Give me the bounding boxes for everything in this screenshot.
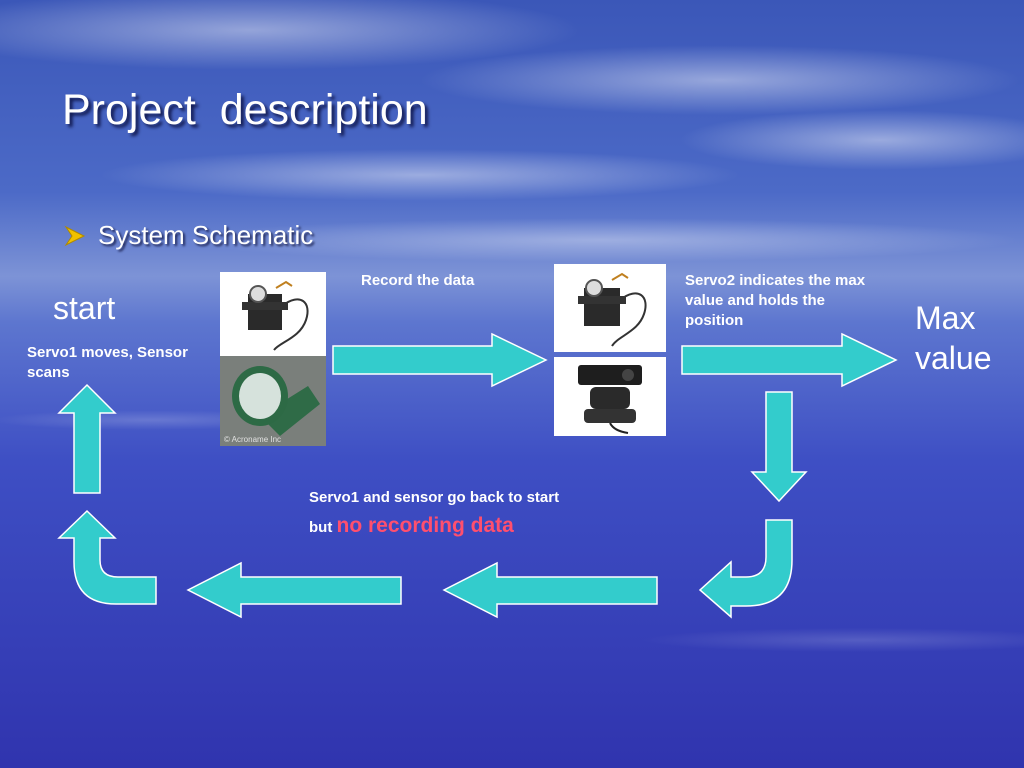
label-servo1-moves: Servo1 moves, Sensor scans <box>27 344 188 381</box>
arrow-right-record <box>332 332 548 388</box>
arrow-down <box>750 391 808 503</box>
arrow-left-return-1 <box>442 561 658 619</box>
servo1-photo <box>220 272 326 356</box>
webcam-image <box>554 357 666 436</box>
arrow-left-return-2 <box>186 561 402 619</box>
arrow-right-max <box>681 332 898 388</box>
label-start: start <box>53 290 116 326</box>
bullet-item: System Schematic <box>64 220 313 251</box>
slide-title: Project description <box>62 86 428 134</box>
arrow-curve-bottom-right <box>698 519 793 619</box>
sensor-photo: © Acroname Inc <box>220 356 326 446</box>
webcam-photo <box>554 357 666 436</box>
label-servo2-holds: Servo2 indicates the max value and holds… <box>685 272 866 329</box>
label-go-back: Servo1 and sensor go back to start but n… <box>309 484 579 542</box>
servo-motor-image <box>220 272 326 356</box>
label-max-value: Max value <box>915 300 992 376</box>
image-credit: © Acroname Inc <box>224 435 281 444</box>
servo2-photo <box>554 264 666 352</box>
label-go-back-text: Servo1 and sensor go back to start but <box>309 489 560 536</box>
ultrasonic-sensor-image: © Acroname Inc <box>220 356 326 446</box>
arrowhead-bullet-icon <box>64 225 86 246</box>
label-record-data: Record the data <box>361 272 475 289</box>
servo-motor-image <box>554 264 666 352</box>
arrow-up <box>57 383 117 494</box>
label-no-recording: no recording data <box>336 514 514 537</box>
arrow-curve-bottom-left <box>57 509 157 605</box>
bullet-text: System Schematic <box>98 220 314 250</box>
